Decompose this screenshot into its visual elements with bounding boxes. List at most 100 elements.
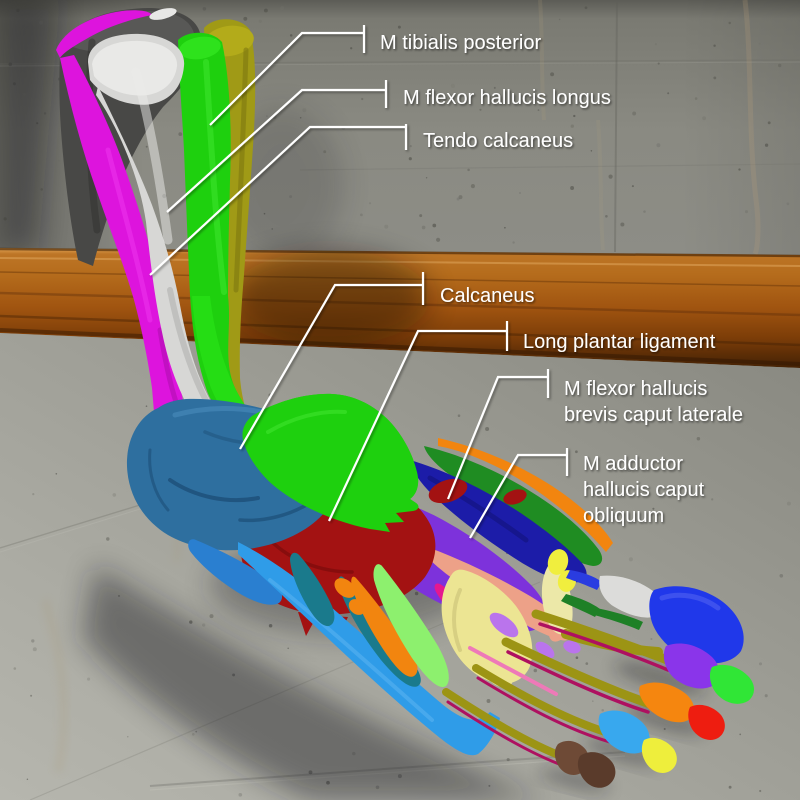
speckle (289, 34, 293, 37)
second-toe[interactable] (663, 643, 754, 704)
speckle (764, 694, 768, 698)
speckle (127, 736, 129, 738)
muscle-orange-band[interactable] (331, 574, 418, 677)
tendon-pink (468, 646, 558, 696)
speckle (58, 159, 60, 162)
speckle (430, 36, 434, 40)
speckle (238, 792, 243, 797)
muscle-light-green[interactable] (373, 564, 449, 688)
speckle (643, 210, 646, 213)
speckle (767, 121, 771, 125)
leader-m-flexor-hallucis-brevis (446, 369, 550, 500)
speckle (287, 647, 290, 650)
speckle (512, 241, 515, 244)
leg-shadow-on-wood (230, 250, 430, 346)
fifth-toe[interactable] (554, 740, 616, 788)
speckle (786, 202, 790, 206)
speckle (654, 43, 657, 46)
speckle (106, 537, 110, 541)
structure-flexor-hallucis-longus[interactable] (88, 33, 266, 478)
speckle (31, 639, 35, 643)
label-m-tibialis-posterior: M tibialis posterior (380, 32, 542, 54)
speckle (585, 662, 589, 665)
speckle (486, 699, 491, 703)
muscle-foot-edge-green[interactable] (424, 446, 603, 566)
leader-tendo-calcaneus (149, 124, 408, 276)
speckle (26, 778, 29, 781)
speckle (628, 557, 633, 562)
speckle (620, 222, 625, 227)
speckle (55, 473, 58, 475)
speckle (421, 225, 426, 230)
third-toe[interactable] (639, 682, 725, 740)
white-top-sliver (149, 8, 177, 20)
speckle (786, 501, 791, 506)
label-line: hallucis caput (583, 479, 705, 501)
label-m-flexor-hallucis-longus: M flexor hallucis longus (403, 87, 611, 109)
speckle (702, 116, 706, 121)
speckle (632, 111, 637, 116)
tibialis-posterior-fan[interactable] (242, 393, 419, 532)
speckle (650, 637, 653, 641)
speckle (758, 662, 763, 666)
speckle (713, 44, 716, 47)
speckle (32, 647, 37, 652)
leader-long-plantar-ligament (328, 321, 509, 522)
speckle (13, 667, 17, 670)
annotation-labels: M tibialis posterior M flexor hallucis l… (380, 32, 743, 527)
speckle (457, 414, 461, 417)
sesamoid-yellow[interactable] (545, 547, 579, 594)
speckle (263, 8, 268, 13)
speckle (112, 493, 117, 497)
speckle (258, 19, 262, 23)
speckle (728, 21, 731, 25)
fourth-toe[interactable] (598, 710, 677, 773)
leader-lines (149, 25, 569, 539)
speckle (550, 72, 555, 77)
muscle-violet[interactable] (486, 608, 583, 661)
speckle (209, 614, 214, 619)
speckle (696, 437, 701, 441)
speckle (504, 226, 506, 229)
label-long-plantar-ligament: Long plantar ligament (523, 331, 716, 353)
speckle (537, 109, 540, 111)
speckle (479, 108, 482, 111)
speckle (738, 168, 741, 171)
speckle (570, 124, 574, 128)
muscle-foot-edge-orange[interactable] (438, 438, 613, 552)
speckle (592, 700, 594, 702)
speckle (694, 97, 698, 100)
speckle (601, 709, 604, 712)
label-line: M flexor hallucis (564, 378, 707, 400)
speckle (360, 213, 363, 217)
label-tendo-calcaneus: Tendo calcaneus (423, 130, 573, 152)
speckle (777, 63, 782, 68)
speckle (584, 6, 588, 10)
speckle (32, 493, 35, 496)
speckle (764, 143, 769, 147)
speckle (657, 62, 660, 65)
speckle (558, 18, 561, 21)
speckle (470, 184, 475, 189)
speckle (573, 114, 576, 118)
speckle (575, 450, 578, 454)
speckle (280, 6, 285, 11)
foot-model[interactable] (56, 6, 754, 788)
leader-m-flexor-hallucis-longus (166, 80, 388, 213)
speckle (608, 174, 613, 179)
label-line: M adductor (583, 453, 683, 475)
speckle (202, 623, 206, 627)
muscle-medium-blue[interactable] (188, 539, 283, 605)
label-m-flexor-hallucis-brevis: M flexor hallucis brevis caput laterale (564, 378, 743, 426)
speckle (519, 192, 521, 194)
label-calcaneus: Calcaneus (440, 285, 535, 307)
speckle (667, 92, 670, 95)
speckle (145, 405, 148, 408)
leader-m-adductor-hallucis (469, 448, 569, 539)
speckle (605, 214, 608, 218)
speckle (302, 108, 307, 113)
speckle (245, 17, 248, 20)
speckle (758, 42, 761, 45)
speckle (192, 733, 195, 736)
